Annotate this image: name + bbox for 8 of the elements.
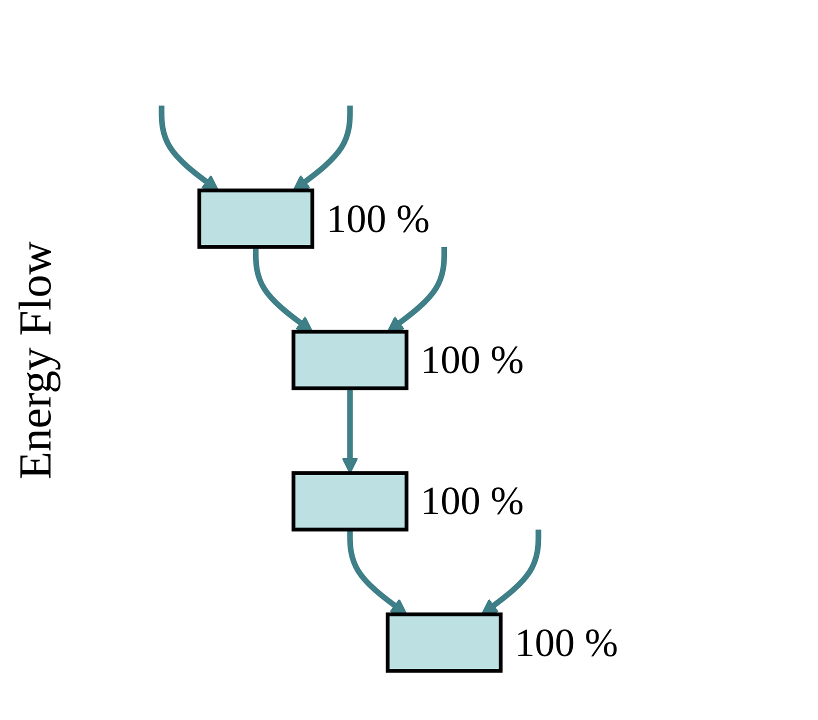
percentage-label: 100 % xyxy=(420,336,524,384)
axis-label: Energy Flow xyxy=(8,240,62,480)
arrow xyxy=(342,388,358,474)
arrow xyxy=(252,246,314,332)
percentage-label: 100 % xyxy=(514,618,618,667)
arrow xyxy=(386,246,448,332)
percentage-label: 100 % xyxy=(326,194,430,243)
percentage-label: 100 % xyxy=(420,477,524,526)
